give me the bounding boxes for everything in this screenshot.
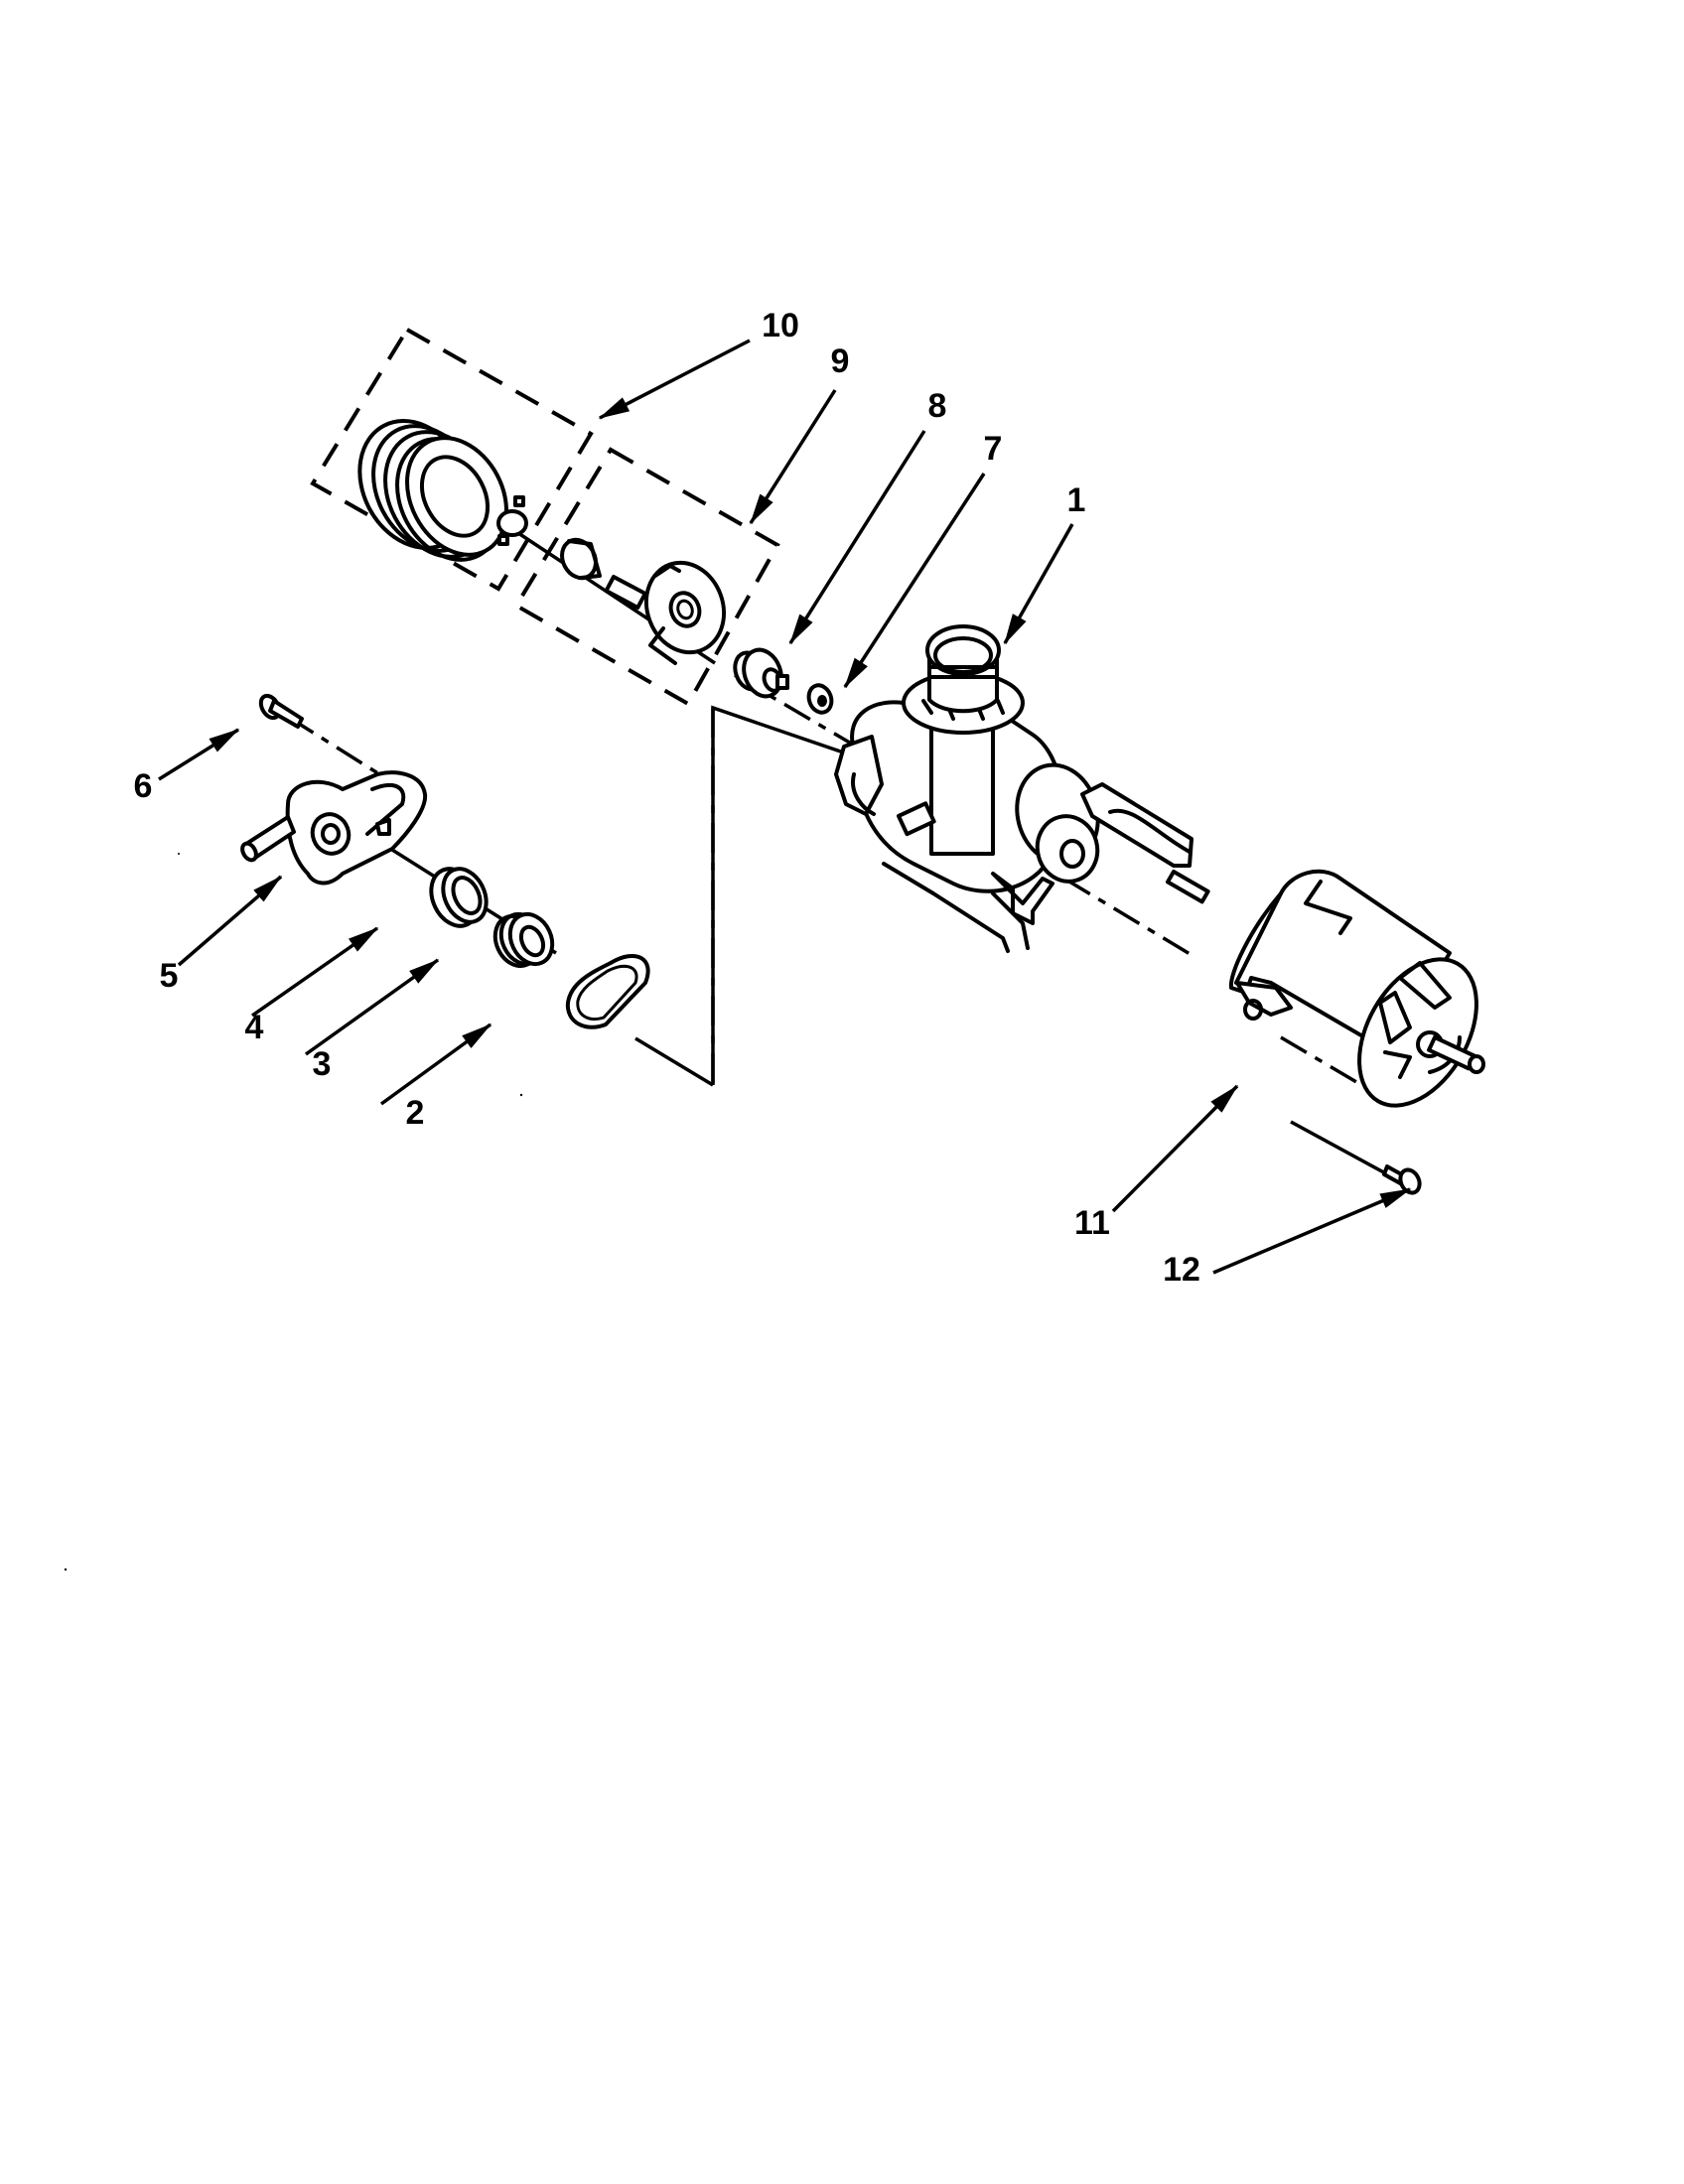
- callout-number: 11: [1074, 1204, 1110, 1242]
- part-11-motor: [1165, 869, 1485, 1108]
- callout-number: 1: [1067, 481, 1086, 519]
- callout-number: 9: [831, 342, 850, 380]
- part-7-washer: [806, 683, 834, 715]
- callout-6: 6: [134, 728, 240, 805]
- callout-number: 7: [984, 430, 1003, 468]
- callout-leader-arrow: [177, 875, 283, 967]
- part-8-hub: [733, 647, 789, 699]
- callout-leader-arrow: [250, 926, 379, 1018]
- callout-leader-arrow: [1003, 523, 1074, 645]
- assembly-axis: [287, 484, 1403, 1184]
- scan-speck: [64, 1568, 68, 1571]
- callout-leader-arrow: [304, 958, 440, 1056]
- callout-number: 2: [406, 1094, 425, 1132]
- part-12-screw: [1382, 1164, 1422, 1195]
- part-10-seal-kit: [357, 419, 528, 562]
- scan-speck: [519, 1093, 523, 1097]
- callout-8: 8: [788, 387, 947, 645]
- callout-9: 9: [749, 342, 850, 525]
- callout-4: 4: [245, 926, 379, 1046]
- callout-leader-arrow: [749, 389, 837, 525]
- scan-speck: [178, 853, 180, 855]
- callout-10: 10: [598, 307, 799, 420]
- callout-leader-arrow: [158, 728, 240, 781]
- callout-leader-arrow: [1212, 1187, 1412, 1275]
- callout-leader-arrow: [598, 339, 751, 420]
- callout-leader-arrow: [843, 473, 986, 689]
- part-1-pump-housing: [834, 624, 1193, 953]
- callout-number: 12: [1163, 1251, 1200, 1289]
- callout-5: 5: [160, 875, 283, 995]
- callout-7: 7: [843, 430, 1003, 689]
- part-3-seal: [492, 911, 555, 969]
- part-5-pump-cover: [240, 770, 428, 886]
- callout-number: 10: [762, 307, 799, 344]
- part-4-ring: [429, 867, 489, 928]
- callout-3: 3: [304, 958, 440, 1083]
- callout-number: 3: [313, 1045, 332, 1083]
- part-9-impeller: [560, 537, 727, 665]
- callout-1: 1: [1003, 481, 1086, 645]
- callout-number: 4: [245, 1009, 264, 1046]
- callout-number: 8: [928, 387, 947, 425]
- group-box-10: [310, 327, 594, 592]
- part-2-gasket: [565, 953, 650, 1029]
- part-6-screw: [258, 693, 304, 729]
- callout-number: 5: [160, 957, 179, 995]
- callout-leader-arrow: [1111, 1084, 1239, 1213]
- callout-leader-arrow: [788, 430, 926, 645]
- callout-number: 6: [134, 767, 153, 805]
- callout-11: 11: [1074, 1084, 1239, 1242]
- callout-leader-arrow: [379, 1023, 492, 1106]
- callout-12: 12: [1163, 1187, 1412, 1289]
- callout-2: 2: [379, 1023, 492, 1132]
